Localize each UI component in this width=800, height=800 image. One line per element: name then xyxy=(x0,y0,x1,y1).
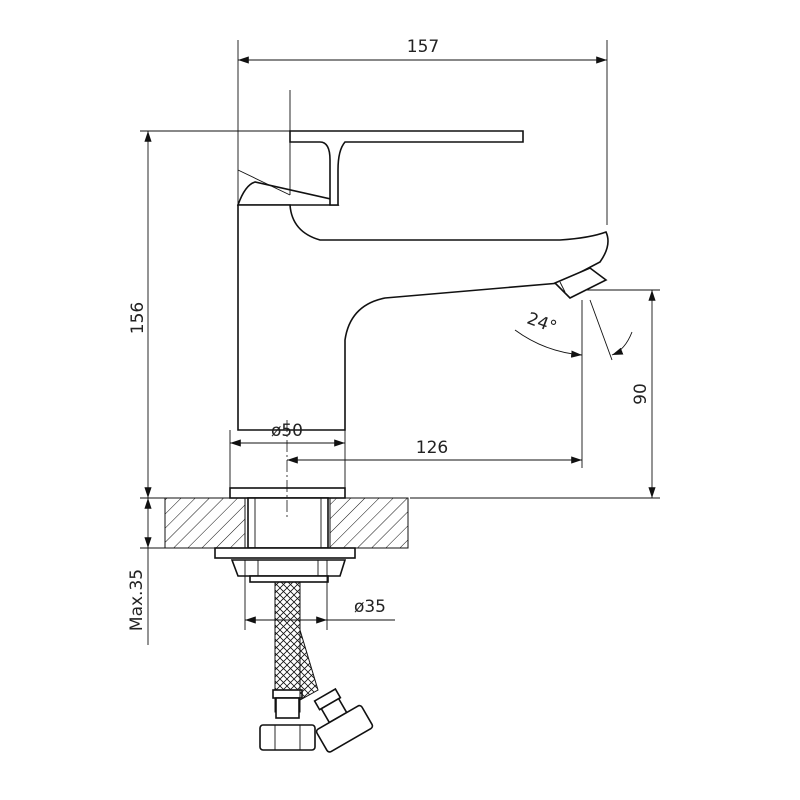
label-diameter-35: ø35 xyxy=(354,597,386,617)
dimension-hole-diameter: ø35 xyxy=(244,560,395,630)
dimension-counter-thickness: Max.35 xyxy=(127,498,165,645)
label-90: 90 xyxy=(631,383,651,405)
dimension-aerator-angle: 24° xyxy=(514,299,633,361)
faucet-body xyxy=(236,181,609,431)
label-diameter-50: ø50 xyxy=(271,421,303,441)
mounting-nut xyxy=(214,547,356,583)
label-156: 156 xyxy=(128,302,148,334)
dimension-overall-length: 157 xyxy=(237,37,608,225)
base-ring xyxy=(229,487,346,499)
label-126: 126 xyxy=(416,438,448,458)
dimension-spout-reach: 126 xyxy=(287,300,583,468)
label-24-degrees: 24° xyxy=(524,309,559,338)
dimension-overall-height: 156 xyxy=(128,131,230,499)
aerator xyxy=(553,267,608,299)
supply-hoses xyxy=(259,581,374,753)
label-157: 157 xyxy=(407,37,439,57)
dimension-base-diameter: ø50 xyxy=(229,421,346,488)
counter-section xyxy=(164,497,409,549)
dimension-spout-height: 90 xyxy=(410,289,660,499)
label-max-35: Max.35 xyxy=(127,569,147,631)
lever-handle xyxy=(140,90,524,206)
